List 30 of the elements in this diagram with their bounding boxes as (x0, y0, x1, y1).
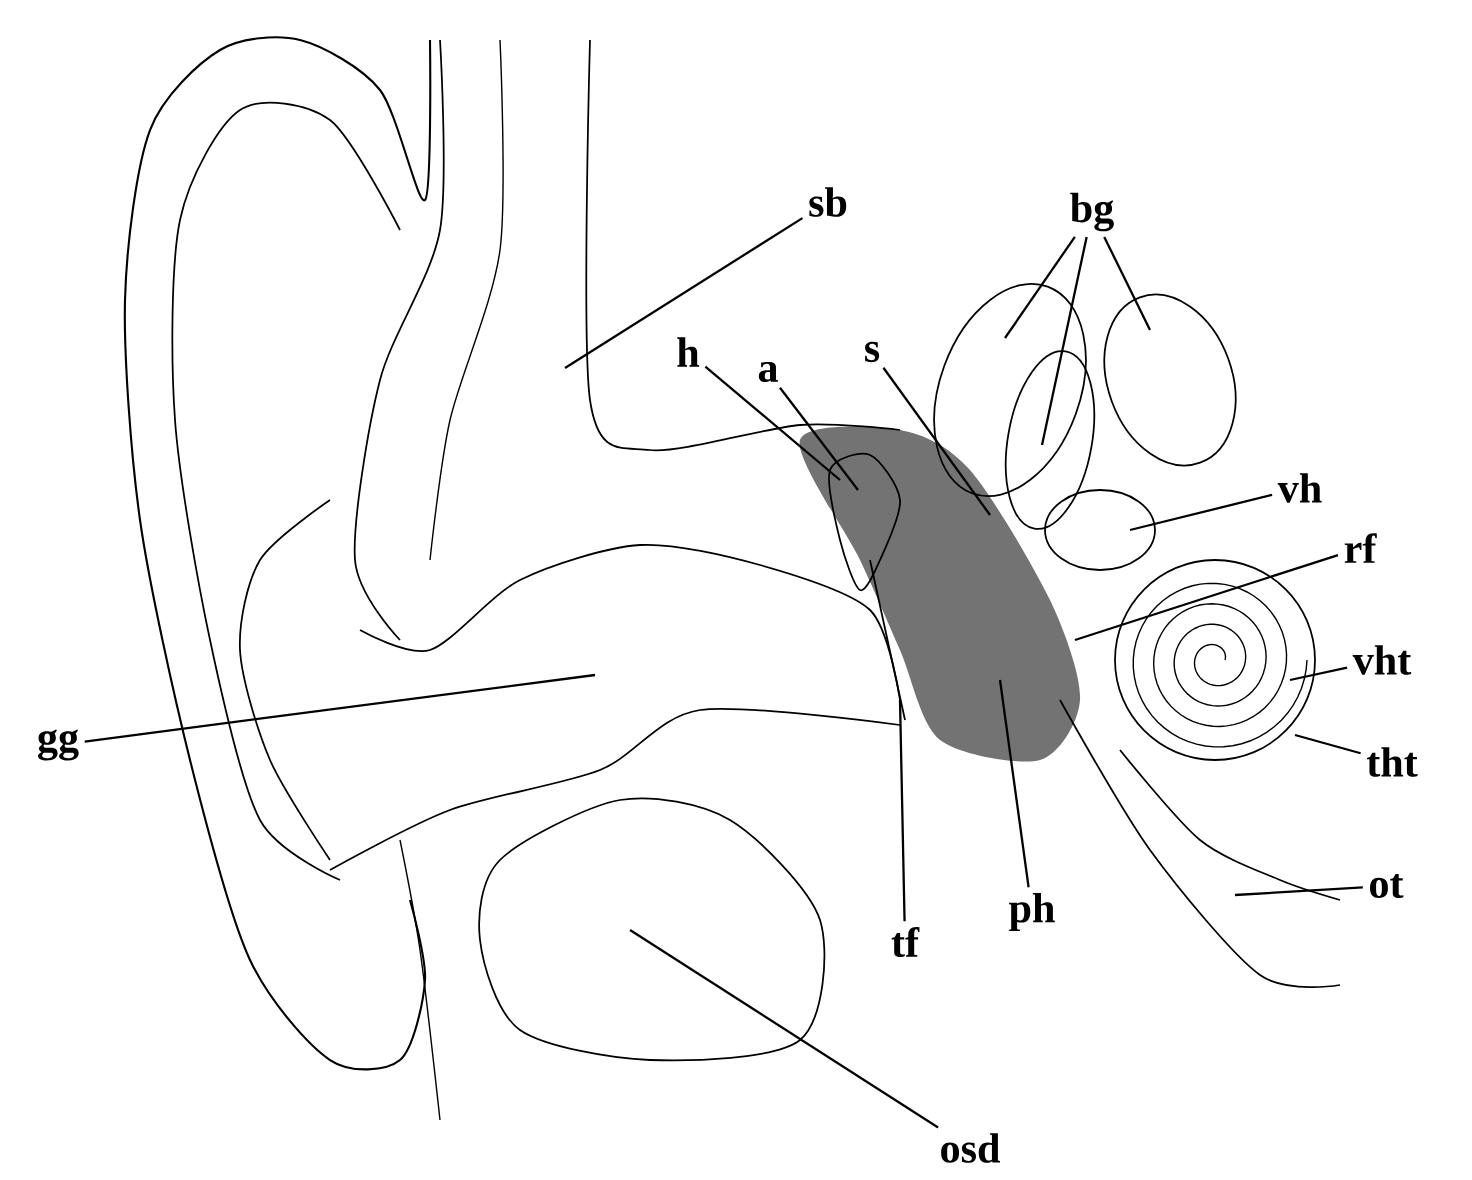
label-text: vh (1277, 473, 1322, 503)
leader-line (629, 929, 939, 1129)
label-text: ot (1370, 873, 1404, 899)
leader-line (779, 387, 859, 491)
label-text: osd (941, 1133, 1000, 1163)
leader-line (1074, 554, 1339, 642)
leader-line (1004, 236, 1076, 339)
label-text: tht (1366, 747, 1418, 777)
label-text: ph (1009, 892, 1055, 932)
label-text: s (865, 341, 880, 363)
label-text: tf (891, 926, 920, 958)
label-text: a (758, 361, 778, 383)
label-text: vht (1352, 645, 1412, 675)
leader-line (1289, 666, 1348, 682)
leader-line (998, 679, 1030, 888)
label-text: gg (38, 729, 79, 761)
leader-line (1129, 493, 1273, 532)
leader-line (1294, 733, 1361, 755)
leader-line (1103, 236, 1152, 331)
leader-line (564, 217, 804, 369)
label-text: sb (809, 187, 847, 217)
leader-line (882, 367, 991, 516)
label-text: bg (1070, 192, 1114, 232)
leader-line (1040, 236, 1088, 446)
label-text: h (677, 337, 700, 367)
leader-line (1234, 886, 1363, 897)
leader-line (84, 673, 596, 743)
leader-line (898, 699, 906, 922)
leader-line (704, 365, 841, 481)
label-text: rf (1344, 533, 1377, 563)
